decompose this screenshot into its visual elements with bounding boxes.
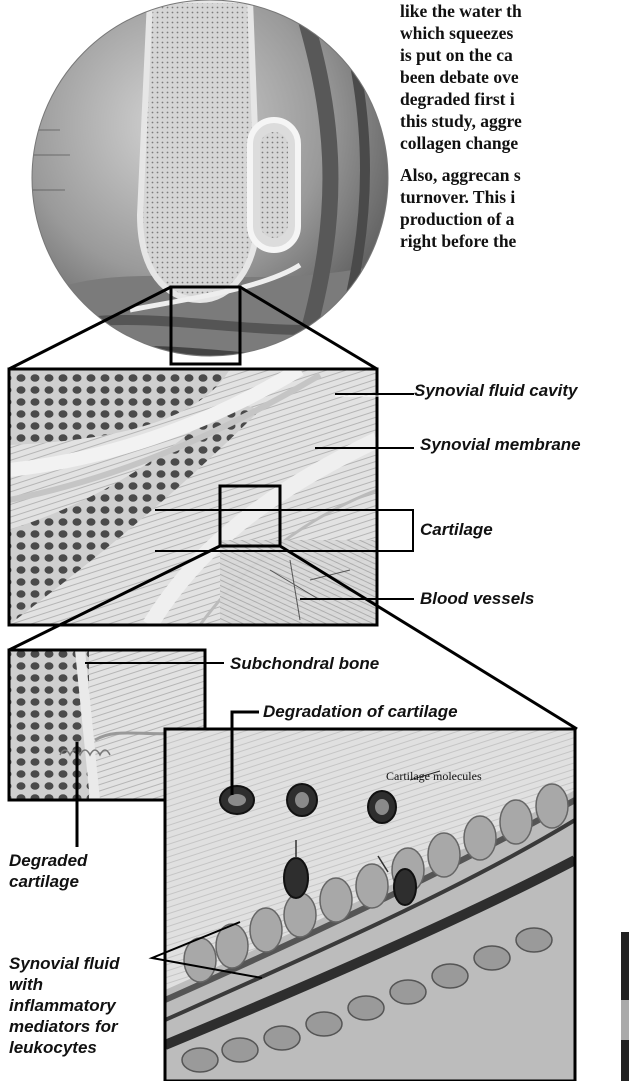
knee-circle-view <box>20 0 400 370</box>
label-cartilage-molecules: Cartilage molecules <box>386 766 482 787</box>
joint-detail-panel <box>9 369 377 625</box>
label-degradation-of-cartilage: Degradation of cartilage <box>263 701 458 722</box>
label-synovial-membrane: Synovial membrane <box>420 434 581 455</box>
label-blood-vessels: Blood vessels <box>420 588 534 609</box>
label-line: inflammatory <box>9 995 159 1016</box>
label-line: cartilage <box>9 871 159 892</box>
label-synovial-fluid-mediators: Synovial fluid with inflammatory mediato… <box>9 953 159 1058</box>
label-line: mediators for <box>9 1016 159 1037</box>
label-line: Degraded <box>9 850 159 871</box>
cellular-view-panel <box>165 729 575 1081</box>
cropped-image-edge-highlight <box>621 1000 629 1040</box>
label-subchondral-bone: Subchondral bone <box>230 653 379 674</box>
label-degraded-cartilage: Degraded cartilage <box>9 850 159 892</box>
label-line: Synovial fluid <box>9 953 159 974</box>
label-synovial-fluid-cavity: Synovial fluid cavity <box>414 380 577 401</box>
label-line: leukocytes <box>9 1037 159 1058</box>
label-cartilage: Cartilage <box>420 519 493 540</box>
label-line: with <box>9 974 159 995</box>
